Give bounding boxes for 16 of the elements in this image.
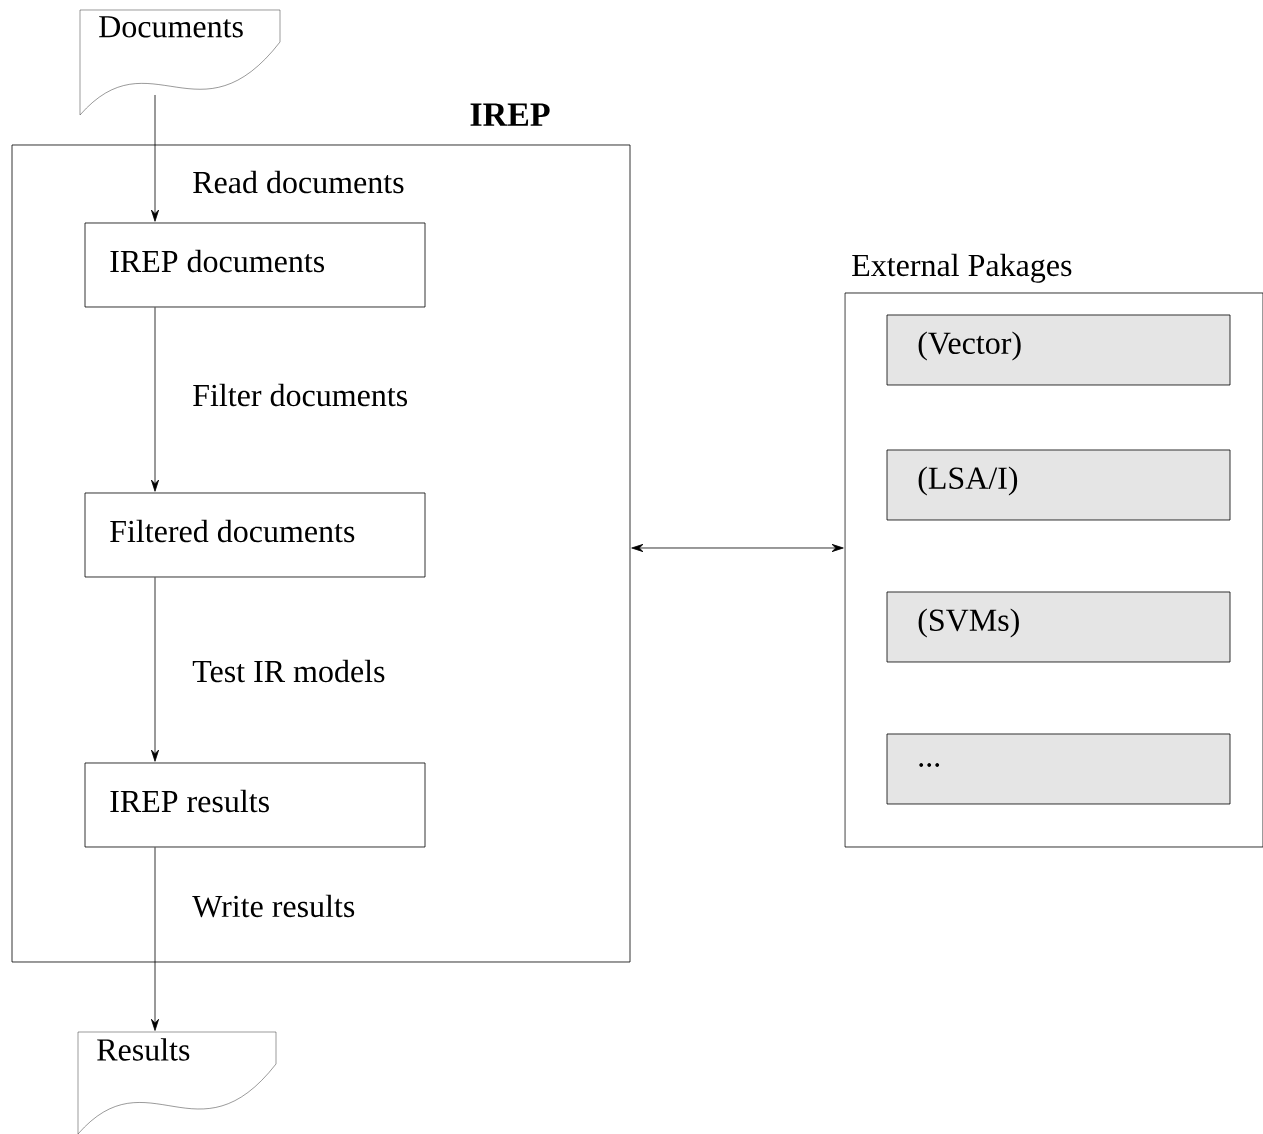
package-box: (SVMs) bbox=[886, 591, 1231, 663]
process-box: IREP documents bbox=[84, 222, 426, 308]
arrow bbox=[151, 847, 160, 1031]
edge-label: Write results bbox=[190, 892, 358, 920]
process-box: Filtered documents bbox=[84, 492, 426, 578]
package-box: ... bbox=[886, 733, 1231, 805]
arrow bbox=[151, 307, 160, 492]
package-box: (LSA/I) bbox=[886, 449, 1231, 521]
edge-label: Filter documents bbox=[190, 381, 411, 409]
arrow bbox=[631, 543, 844, 553]
edge-label: Test IR models bbox=[190, 657, 388, 685]
process-box: IREP results bbox=[84, 762, 426, 848]
edge-label: Read documents bbox=[190, 168, 407, 196]
arrow bbox=[151, 94, 160, 222]
package-box: (Vector) bbox=[886, 314, 1231, 386]
arrow bbox=[151, 577, 160, 762]
